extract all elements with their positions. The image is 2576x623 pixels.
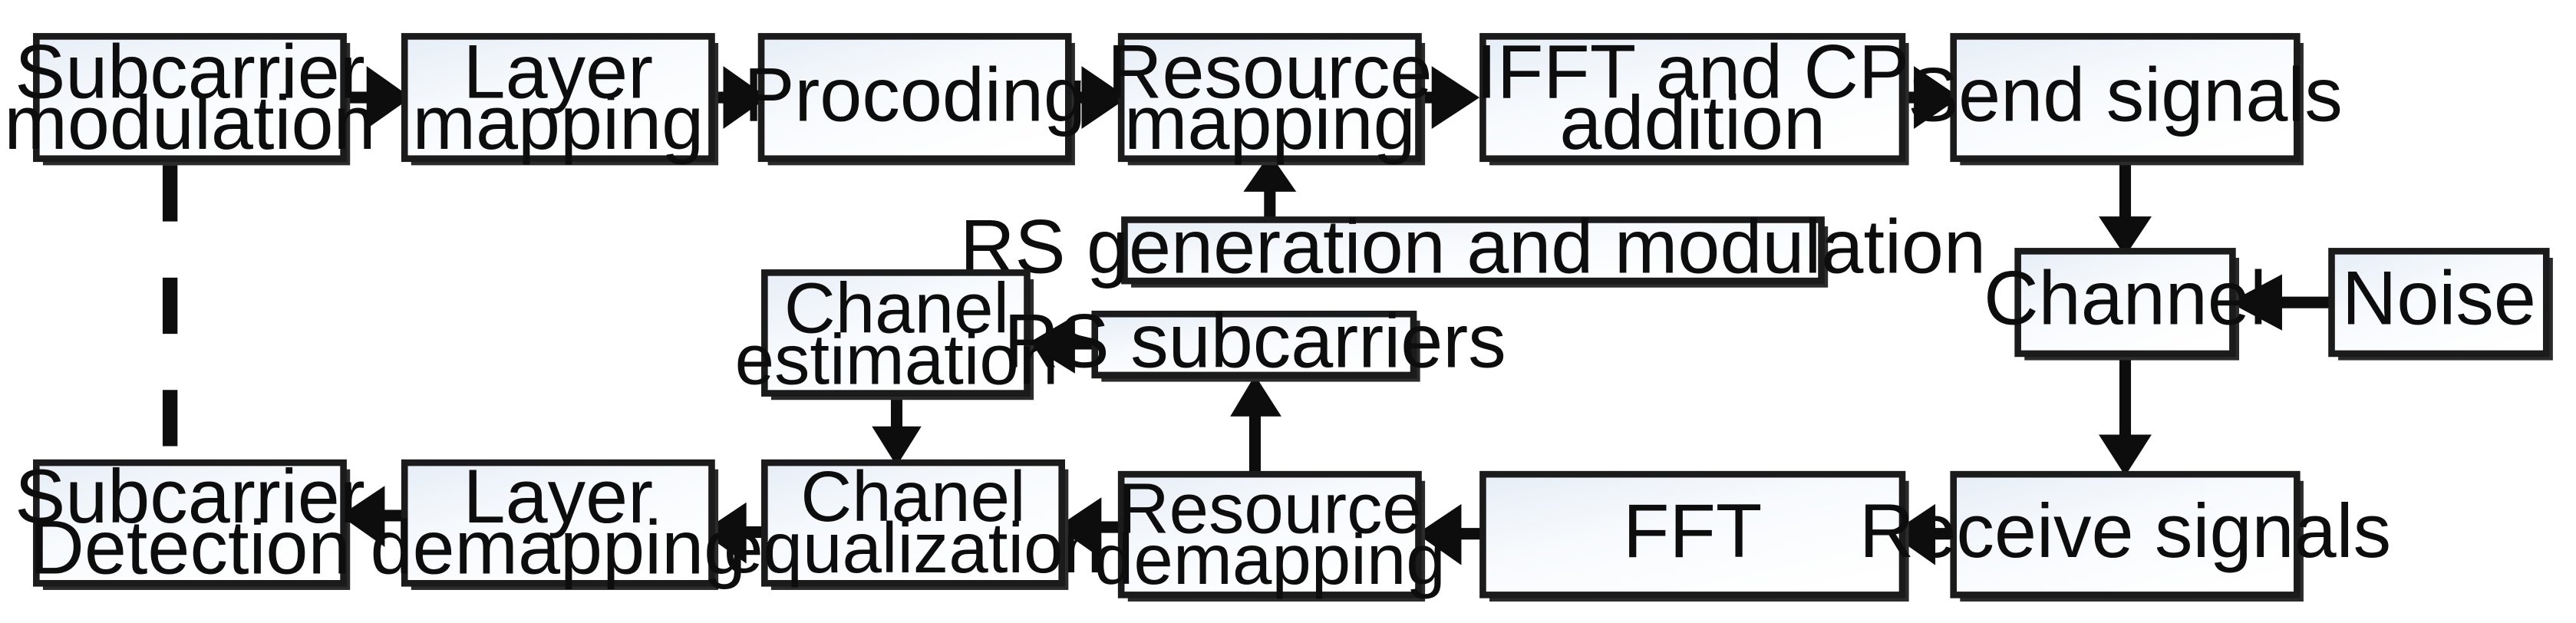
node-procoding[interactable]: Procoding: [744, 33, 1086, 166]
node-send-signals[interactable]: Send signals: [1908, 33, 2343, 166]
node-label-layer-demapping-line1: Layer: [463, 453, 654, 539]
node-label-subcarrier-detection-line1: Subcarrier: [15, 453, 365, 539]
nodes-layer: Subcarrier modulation Layer mapping Proc…: [4, 28, 2553, 602]
edge-layer-demapping-to-subcarrier-detection: [340, 486, 405, 547]
node-layer-mapping[interactable]: Layer mapping: [401, 28, 719, 166]
edge-resource-demapping-to-chanel-equalization: [1057, 497, 1122, 559]
node-label-procoding: Procoding: [744, 52, 1086, 137]
node-fft[interactable]: FFT: [1479, 470, 1909, 602]
node-resource-mapping[interactable]: Resource mapping: [1107, 28, 1433, 166]
edge-subcarrier-modulation-to-layer-mapping: [343, 66, 411, 129]
node-rs-subcarriers[interactable]: RS subcarriers: [1004, 298, 1506, 383]
node-label-layer-demapping-line2: demapping: [370, 505, 746, 590]
node-label-resource-demapping-line2: demapping: [1094, 519, 1446, 599]
node-label-resource-mapping-line1: Resource: [1107, 28, 1433, 114]
edge-channel-to-receive-signals: [2099, 353, 2152, 476]
node-label-ifft-cp-addition-line2: addition: [1559, 80, 1826, 165]
node-label-layer-mapping-line1: Layer: [463, 28, 654, 114]
node-label-channel: Channel: [1984, 255, 2267, 340]
node-label-rs-generation-modulation: RS generation and modulation: [960, 204, 1986, 289]
node-ifft-cp-addition[interactable]: IFFT and CP addition: [1476, 28, 1909, 166]
node-label-subcarrier-modulation-line2: modulation: [4, 80, 375, 165]
edge-resource-mapping-to-ifft-cp-addition: [1418, 66, 1480, 129]
node-resource-demapping[interactable]: Resource demapping: [1094, 468, 1446, 602]
edge-rs-subcarriers-to-chanel-estimation: [1027, 315, 1095, 374]
node-label-subcarrier-detection-line2: Detection: [29, 505, 350, 590]
node-label-rs-subcarriers: RS subcarriers: [1004, 298, 1506, 383]
node-label-chanel-equalization-line1: Chanel: [800, 457, 1025, 536]
node-label-resource-demapping-line1: Resource: [1118, 468, 1422, 548]
edge-fft-to-resource-demapping: [1417, 503, 1483, 565]
edge-rs-generation-to-resource-mapping: [1243, 153, 1297, 220]
node-label-fft: FFT: [1623, 488, 1762, 573]
edges-layer: [162, 66, 2332, 565]
node-label-chanel-estimation-line2: estimation: [735, 319, 1059, 399]
node-label-receive-signals: Receive signals: [1859, 488, 2391, 573]
edge-resource-demapping-to-rs-subcarriers: [1230, 374, 1281, 475]
node-subcarrier-detection[interactable]: Subcarrier Detection: [15, 453, 365, 590]
edge-send-signals-to-channel: [2099, 158, 2152, 256]
node-label-resource-mapping-line2: mapping: [1124, 80, 1416, 165]
node-channel[interactable]: Channel: [1984, 248, 2267, 361]
node-label-noise: Noise: [2342, 255, 2536, 340]
edge-procoding-to-resource-mapping: [1068, 66, 1128, 129]
node-chanel-equalization[interactable]: Chanel equalization: [724, 457, 1103, 590]
node-label-layer-mapping-line2: mapping: [413, 80, 704, 165]
node-subcarrier-modulation[interactable]: Subcarrier modulation: [4, 28, 376, 166]
edge-noise-to-channel: [2229, 274, 2332, 331]
node-label-subcarrier-modulation-line1: Subcarrier: [15, 28, 365, 114]
node-receive-signals[interactable]: Receive signals: [1859, 470, 2391, 602]
node-chanel-estimation[interactable]: Chanel estimation: [735, 269, 1059, 400]
node-noise[interactable]: Noise: [2328, 248, 2553, 361]
node-rs-generation-modulation[interactable]: RS generation and modulation: [960, 204, 1986, 289]
node-label-chanel-estimation-line1: Chanel: [784, 269, 1009, 348]
node-layer-demapping[interactable]: Layer demapping: [370, 453, 746, 590]
edge-receive-signals-to-fft: [1890, 503, 1954, 565]
node-label-send-signals: Send signals: [1908, 52, 2343, 137]
node-label-ifft-cp-addition-line1: IFFT and CP: [1476, 28, 1909, 114]
edge-chanel-estimation-to-chanel-equalization: [872, 393, 922, 466]
node-label-chanel-equalization-line2: equalization: [724, 508, 1103, 588]
edge-chanel-equalization-to-layer-demapping: [701, 502, 765, 564]
